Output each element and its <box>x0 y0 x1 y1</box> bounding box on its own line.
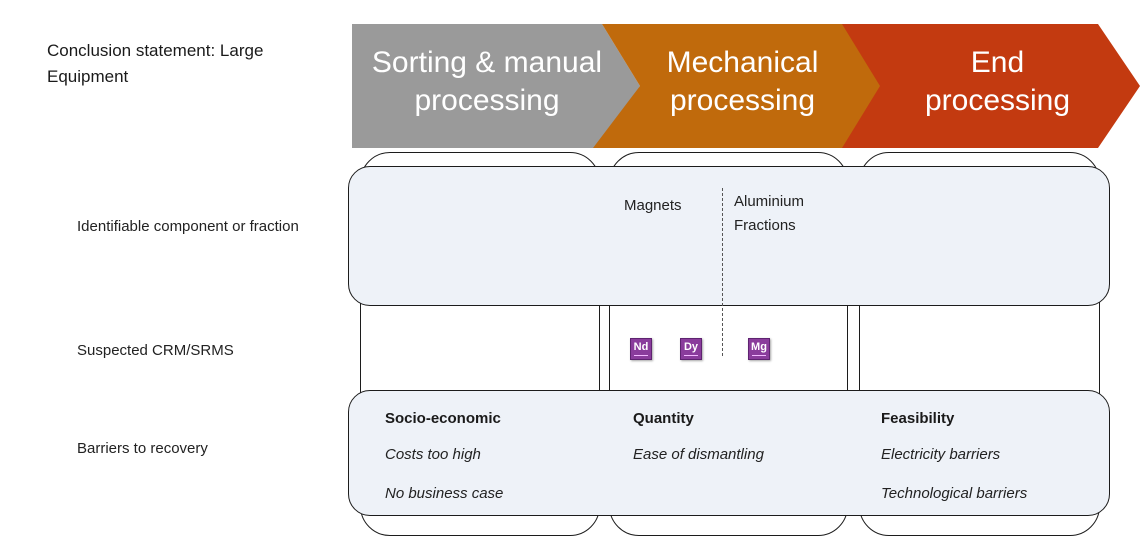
barrier-quantity: Quantity Ease of dismantling <box>633 409 843 465</box>
diagram-title: Conclusion statement: Large Equipment <box>47 41 264 86</box>
barrier-heading: Feasibility <box>881 410 955 427</box>
element-tile-dy: Dy <box>680 338 702 360</box>
barrier-heading: Socio-economic <box>385 410 501 427</box>
barrier-socio-economic: Socio-economic Costs too high No busines… <box>385 409 595 504</box>
stage-2-label: Mechanical processing <box>666 46 819 117</box>
component-divider <box>722 188 723 356</box>
row-label-components: Identifiable component or fraction <box>77 218 299 235</box>
barrier-item: No business case <box>385 485 504 502</box>
barrier-heading: Quantity <box>633 410 694 427</box>
stage-1-chevron <box>352 24 640 148</box>
element-tile-nd: Nd <box>630 338 652 360</box>
stage-2-chevron <box>593 24 883 148</box>
magnets-label: Magnets <box>624 197 682 214</box>
stage-3-chevron <box>842 24 1140 148</box>
stage-3-label: End processing <box>924 46 1071 117</box>
barrier-item: Technological barriers <box>881 485 1028 502</box>
barrier-item: Ease of dismantling <box>633 446 764 463</box>
components-band <box>348 166 1110 306</box>
barrier-feasibility: Feasibility Electricity barriers Technol… <box>881 409 1096 504</box>
stage-1-label: Sorting & manual processing <box>371 46 603 117</box>
barriers-band <box>348 390 1110 516</box>
barrier-item: Electricity barriers <box>881 446 1001 463</box>
process-chevrons <box>352 24 1140 148</box>
row-label-crm: Suspected CRM/SRMS <box>77 342 234 359</box>
aluminium-label: Aluminium Fractions <box>734 193 805 234</box>
element-tile-mg: Mg <box>748 338 770 360</box>
barrier-item: Costs too high <box>385 446 481 463</box>
row-label-barriers: Barriers to recovery <box>77 440 208 457</box>
